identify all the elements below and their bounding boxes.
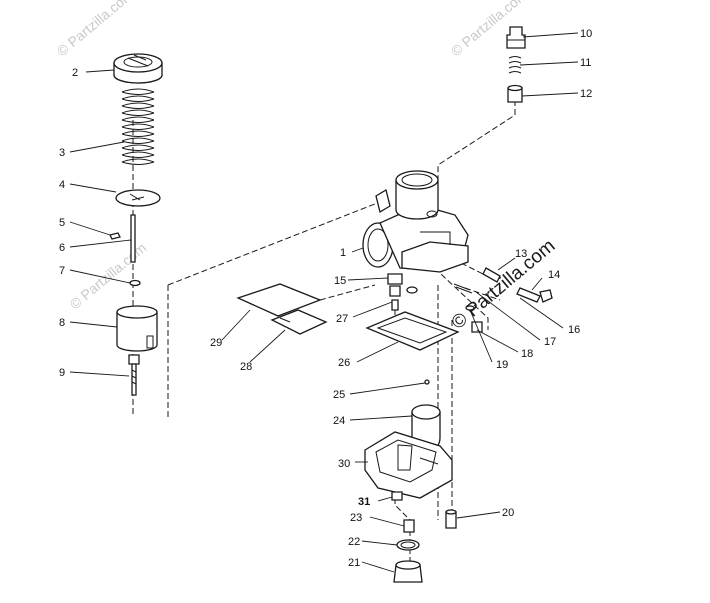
callout-22: 22 bbox=[348, 536, 360, 548]
throttle-slide bbox=[116, 305, 158, 352]
callout-30: 30 bbox=[338, 458, 350, 470]
top-fitting-set bbox=[506, 26, 526, 103]
bottom-parts bbox=[391, 491, 457, 583]
callout-8: 8 bbox=[59, 317, 65, 329]
callout-23: 23 bbox=[350, 512, 362, 524]
callout-21: 21 bbox=[348, 557, 360, 569]
callout-6: 6 bbox=[59, 242, 65, 254]
throttle-spring bbox=[121, 88, 155, 165]
callout-9: 9 bbox=[59, 367, 65, 379]
callout-3: 3 bbox=[59, 147, 65, 159]
callout-2: 2 bbox=[72, 67, 78, 79]
callout-13: 13 bbox=[515, 248, 527, 260]
insulator-plates bbox=[236, 283, 328, 335]
callout-20: 20 bbox=[502, 507, 514, 519]
watermark-top-left: © Partzilla.com bbox=[54, 0, 137, 59]
leader-lines bbox=[69, 32, 579, 573]
callout-14: 14 bbox=[548, 269, 560, 281]
retainer-plate bbox=[115, 189, 161, 207]
slide-screw bbox=[128, 354, 140, 396]
jets bbox=[387, 273, 418, 311]
adjuster-screws bbox=[453, 267, 553, 303]
callout-31: 31 bbox=[358, 496, 370, 508]
float-bowl bbox=[364, 431, 453, 499]
callout-15: 15 bbox=[334, 275, 346, 287]
callout-1: 1 bbox=[340, 247, 346, 259]
callout-29: 29 bbox=[210, 337, 222, 349]
callout-25: 25 bbox=[333, 389, 345, 401]
callout-19: 19 bbox=[496, 359, 508, 371]
callout-26: 26 bbox=[338, 357, 350, 369]
bowl-gasket bbox=[365, 311, 460, 351]
callout-24: 24 bbox=[333, 415, 345, 427]
callout-16: 16 bbox=[568, 324, 580, 336]
callout-28: 28 bbox=[240, 361, 252, 373]
carb-cap bbox=[113, 53, 163, 84]
carburetor-body bbox=[362, 170, 469, 273]
callouts: 1 2 3 4 5 6 7 8 9 10 11 12 13 14 15 16 1… bbox=[59, 28, 592, 569]
callout-10: 10 bbox=[580, 28, 592, 40]
callout-18: 18 bbox=[521, 348, 533, 360]
callout-11: 11 bbox=[580, 57, 591, 69]
callout-5: 5 bbox=[59, 217, 65, 229]
callout-17: 17 bbox=[544, 336, 556, 348]
callout-27: 27 bbox=[336, 313, 348, 325]
callout-12: 12 bbox=[580, 88, 592, 100]
callout-4: 4 bbox=[59, 179, 65, 191]
watermark-mid-left: © Partzilla.com bbox=[67, 239, 150, 312]
callout-7: 7 bbox=[59, 265, 65, 277]
